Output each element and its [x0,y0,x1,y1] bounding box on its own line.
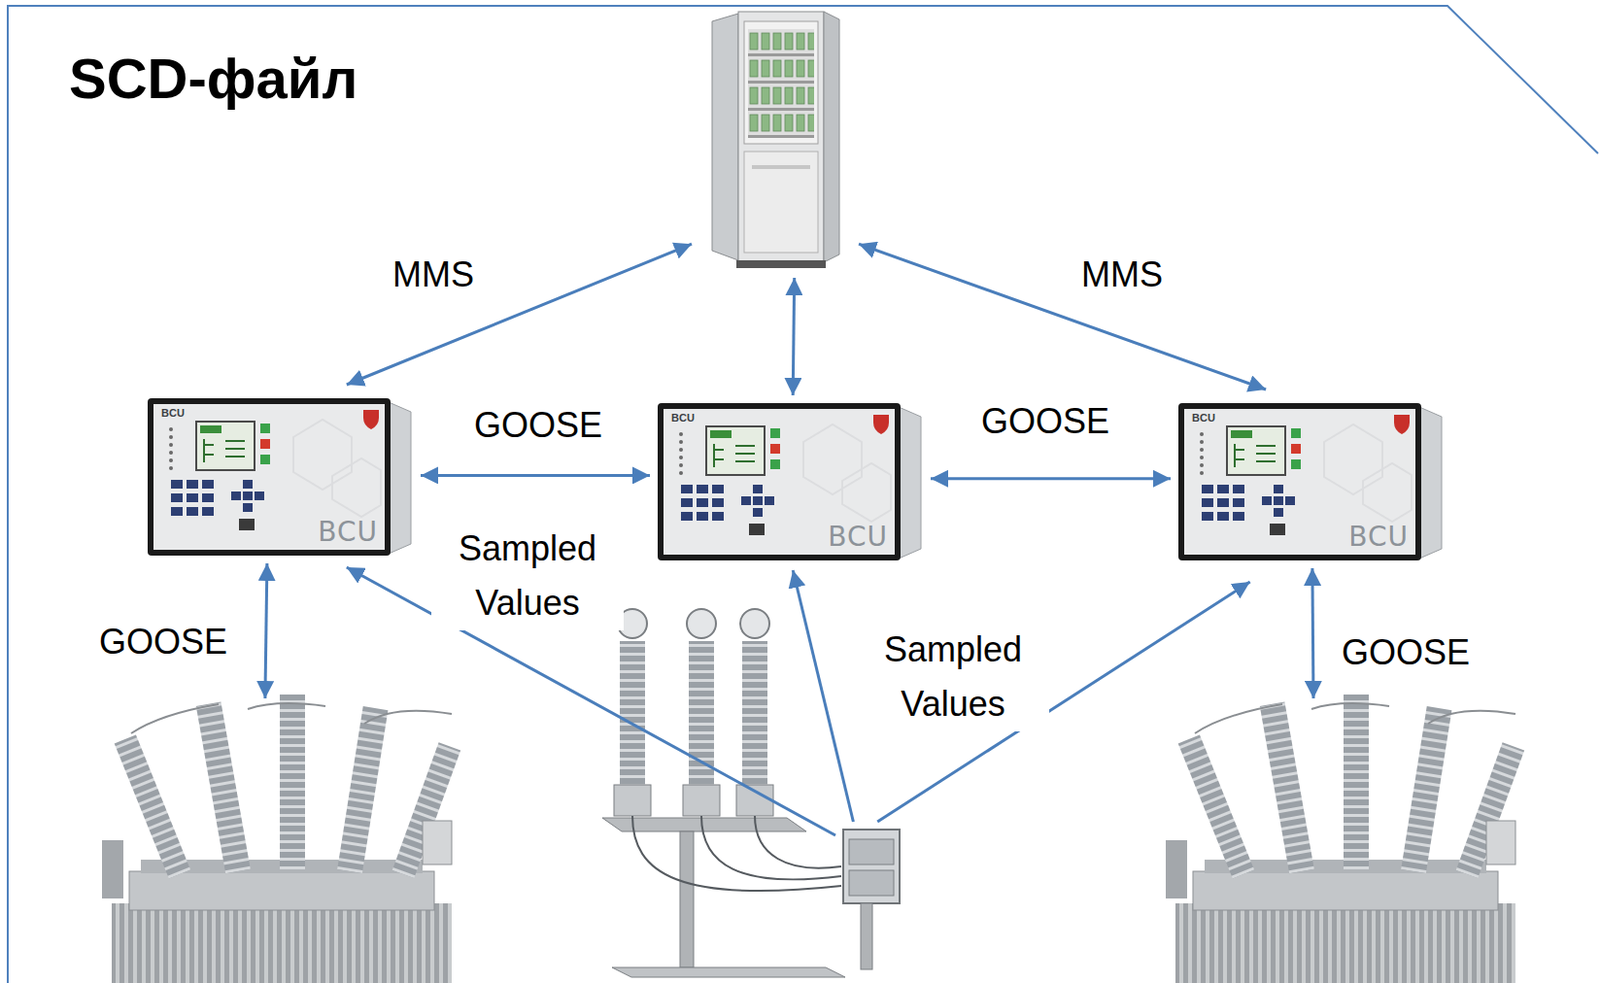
transformer-illustration [1165,694,1525,983]
protocol-label: GOOSE [977,394,1114,449]
bcu-terminal: BCU BCU [657,403,923,561]
power-transformer [1162,704,1531,982]
protocol-label: Sampled Values [856,622,1050,732]
connector-arrow [858,243,1266,390]
cabinet-illustration [712,11,840,269]
protocol-label: MMS [1077,247,1167,303]
power-transformer [102,704,465,982]
frame-border [7,5,1599,983]
diagram-title: SCD-файл [68,44,358,113]
transformer-illustration [102,694,461,983]
device-logo: BCU [827,520,888,553]
connector-arrow [792,277,795,396]
connector-arrow [420,474,650,477]
device-logo: BCU [1191,411,1216,424]
current-transformer-illustration [602,609,900,978]
bcu-terminal: BCU BCU [1178,403,1444,561]
connector-arrow [265,563,268,699]
device-logo: BCU [161,407,185,419]
device-logo: BCU [317,515,378,548]
bcu-terminal: BCU BCU [147,398,413,556]
device-logo: BCU [1348,520,1409,553]
server-cabinet [709,9,842,271]
connector-arrow [1312,568,1314,699]
protocol-label: Sampled Values [431,521,624,631]
connector-arrow [792,570,853,822]
merging-unit [841,827,902,906]
connector-arrow [346,243,692,385]
protocol-label: GOOSE [95,614,232,670]
bcu-terminal-illustration [657,403,921,561]
protocol-label: GOOSE [1337,625,1474,681]
device-logo: BCU [671,411,695,424]
bcu-terminal-illustration [1178,403,1442,561]
bcu-terminal-illustration [147,398,411,556]
protocol-label: GOOSE [470,398,607,453]
protocol-label: MMS [388,247,478,303]
connector-arrow [930,476,1171,480]
